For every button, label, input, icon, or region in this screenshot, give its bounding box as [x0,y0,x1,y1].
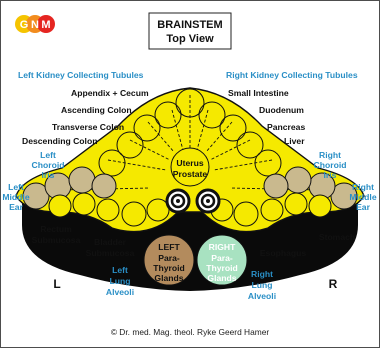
title-box-border [148,12,232,50]
left-lung-relay-2 [146,198,170,222]
label-right-middle-ear-3: Ear [356,202,371,212]
left-parathyroid-gland [143,234,195,286]
label-appendix: Appendix + Cecum [71,88,149,98]
left-ear-choroid-circles [22,166,170,227]
appendix-relay [154,101,182,129]
label-left-middle-ear-2: Middle [2,192,29,202]
label-rectum-1: Rectum [40,224,72,234]
small-intestine-relay [175,88,205,118]
label-right-choroid-3: Iris [324,170,337,180]
right-choroid-relay [284,166,312,194]
label-right-choroid-2: Choroid [314,160,347,170]
organ-relay-circles [98,88,282,187]
label-left-kidney: Left Kidney Collecting Tubules [18,70,144,80]
left-lung-relay [121,201,147,227]
label-right-parathyroid-2: Para- [211,253,233,263]
label-left-choroid-1: Left [40,150,56,160]
label-right-parathyroid-1: RIGHT [209,242,236,252]
label-right-middle-ear-1: Right [352,182,374,192]
esophagus-relay [260,198,284,222]
label-left-parathyroid-2: Para- [158,253,180,263]
copyright-text: © Dr. med. Mag. theol. Ryke Geerd Hamer [111,327,270,337]
ascending-colon-relay [133,114,161,142]
bladder-relay [72,192,96,216]
logo-letter-g: G [20,19,29,31]
label-right-lung-3: Alveoli [248,291,276,301]
right-parathyroid-gland [196,234,248,286]
left-aqueduct-dot [176,199,180,203]
label-right-parathyroid-4: Glands [207,273,236,283]
label-right-lung-2: Lung [252,280,273,290]
label-right-choroid-1: Right [319,150,341,160]
stomach-relay [308,194,332,218]
label-side-left: L [53,277,60,291]
label-uterus: Uterus [176,158,203,168]
label-left-middle-ear-3: Ear [9,202,24,212]
aqueduct-rings [165,188,221,214]
label-left-lung-1: Left [112,265,128,275]
logo-circle-m [37,15,55,33]
label-pancreas: Pancreas [267,122,305,132]
left-choroid-relay-2 [91,173,117,199]
label-transverse-colon: Transverse Colon [52,122,124,132]
title-line-2: Top View [166,33,214,45]
bladder-relay-2 [96,198,120,222]
label-bladder-2: Submucosa [86,248,135,258]
gnm-logo: G N M [15,15,55,33]
uterus-prostate-relay [170,147,210,187]
label-left-choroid-3: Iris [42,170,55,180]
label-right-parathyroid-3: Thyroid [206,263,238,273]
right-choroid-relay-2 [263,173,289,199]
label-left-middle-ear-1: Left [8,182,24,192]
label-bladder-1: Bladder [94,237,127,247]
label-left-parathyroid-1: LEFT [158,242,180,252]
label-stomach: Stomach [319,232,355,242]
title-box: BRAINSTEM Top View [148,12,232,50]
right-aqueduct-dot [206,199,210,203]
label-duodenum: Duodenum [259,105,304,115]
label-small-intestine: Small Intestine [228,88,289,98]
rectum-relay [48,194,72,218]
label-esophagus: Esophagus [260,248,307,258]
liver-relay [236,131,264,159]
label-left-parathyroid-4: Glands [154,273,183,283]
label-rectum-2: Submucosa [32,235,81,245]
label-right-middle-ear-2: Middle [349,192,376,202]
midbrain-dark-region [22,200,358,291]
label-left-lung-2: Lung [110,276,131,286]
label-left-choroid-2: Choroid [32,160,65,170]
descending-colon-relay [98,149,126,177]
liver-relay-2 [254,149,282,177]
label-left-lung-3: Alveoli [106,287,134,297]
label-side-right: R [329,277,338,291]
title-line-1: BRAINSTEM [157,19,222,31]
duodenum-relay [198,101,226,129]
label-ascending-colon: Ascending Colon [61,105,132,115]
transverse-colon-relay [116,131,144,159]
left-choroid-relay [68,166,96,194]
logo-letter-n: N [31,19,39,31]
label-right-lung-1: Right [251,269,273,279]
label-left-parathyroid-3: Thyroid [153,263,185,273]
label-right-kidney: Right Kidney Collecting Tubules [226,70,358,80]
label-prostate: Prostate [173,169,208,179]
stomach-relay-2 [284,192,308,216]
label-descending-colon: Descending Colon [22,136,97,146]
logo-letter-m: M [41,19,50,31]
label-liver: Liver [284,136,305,146]
pancreas-relay [219,114,247,142]
right-lung-relay [233,201,259,227]
